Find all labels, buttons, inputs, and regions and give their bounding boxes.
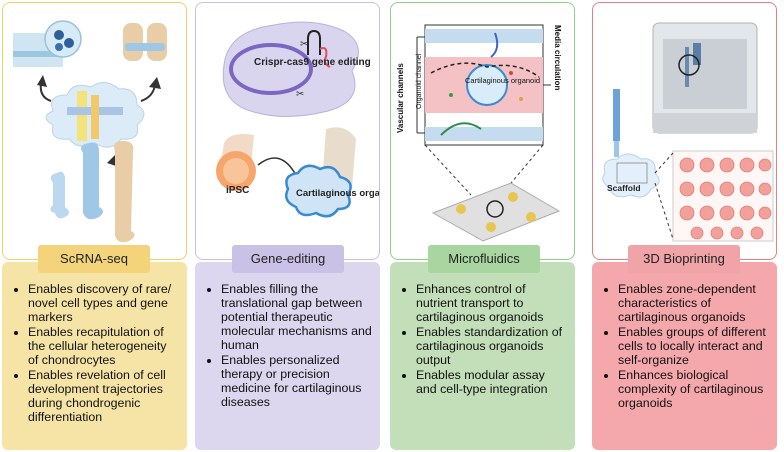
organoid-channel-label: Organoid channel <box>416 53 423 109</box>
media-label: Media circulation <box>553 25 562 90</box>
rna-hairpin <box>307 29 321 55</box>
panel-scrna-seq <box>2 2 187 260</box>
crispr-label: Crispr-cas9 gene editing <box>254 57 371 68</box>
knee-joint <box>123 23 143 61</box>
long-bone <box>114 141 135 243</box>
vascular-label: Vascular channels <box>396 63 405 133</box>
bullet-list: Enhances control of nutrient transport t… <box>398 282 567 396</box>
cell-pattern <box>679 157 772 240</box>
bullet-item: Enables modular assay and cell-type inte… <box>416 368 567 396</box>
panel-microfluidics: Cartilaginous organoid Vascular channels… <box>390 2 575 260</box>
microfluidics-illustration: Cartilaginous organoid Vascular channels… <box>396 24 562 242</box>
printhead-zoom <box>678 54 700 76</box>
scaffold-label: Scaffold <box>607 183 641 193</box>
bullet-list: Enables filling the translational gap be… <box>203 282 372 409</box>
gene-editing-illustration: Crispr-cas9 gene editing ✂ ✂ iPSC Cartil… <box>216 21 380 218</box>
box-gene-editing: Enables filling the translational gap be… <box>195 262 380 450</box>
panel-3d-bioprinting: Scaffold <box>592 2 777 260</box>
box-scrna-seq: Enables discovery of rare/ novel cell ty… <box>2 262 187 450</box>
bullet-item: Enhances control of nutrient transport t… <box>416 282 567 324</box>
bullet-item: Enables personalized therapy or precisio… <box>221 353 372 409</box>
bullet-item: Enables groups of different cells to loc… <box>618 325 769 367</box>
arrow-differentiation <box>257 157 297 176</box>
box-microfluidics: Enhances control of nutrient transport t… <box>390 262 575 450</box>
ipsc-label: iPSC <box>226 185 249 196</box>
title-gene-editing: Gene-editing <box>232 245 344 273</box>
chip-zoom-circle <box>486 200 504 218</box>
medium-bone <box>81 142 103 220</box>
bullet-item: Enhances biological complexity of cartil… <box>618 368 769 410</box>
title-3d-bioprinting: 3D Bioprinting <box>628 245 740 273</box>
bullet-item: Enables revelation of cell development t… <box>28 368 179 424</box>
scissors-icon: ✂ <box>300 39 308 50</box>
panel-gene-editing: Crispr-cas9 gene editing ✂ ✂ iPSC Cartil… <box>195 2 380 260</box>
vascular-channel-bottom <box>425 127 543 141</box>
vascular-channel-top <box>425 29 543 43</box>
microfluidic-chip <box>431 182 561 242</box>
bioprinting-illustration: Scaffold <box>602 22 774 242</box>
organoid <box>466 64 508 106</box>
scrna-seq-illustration <box>13 20 167 243</box>
scissors-icon: ✂ <box>296 89 304 100</box>
syringe <box>613 89 620 141</box>
bullet-item: Enables standardization of cartilaginous… <box>416 325 567 367</box>
flow-line <box>430 62 540 78</box>
cell-blob <box>222 21 359 118</box>
zoom-cells <box>44 20 82 58</box>
box-3d-bioprinting: Enables zone-dependent characteristics o… <box>592 262 777 450</box>
organoid-label: Cartilaginous organoid <box>465 76 540 85</box>
organoid <box>285 164 352 218</box>
bullet-item: Enables recapitulation of the cellular h… <box>28 325 179 367</box>
small-bone <box>50 171 69 219</box>
title-microfluidics: Microfluidics <box>428 245 540 273</box>
bullet-item: Enables discovery of rare/ novel cell ty… <box>28 282 179 324</box>
plasmid-ring <box>229 43 313 95</box>
bullet-list: Enables zone-dependent characteristics o… <box>600 282 769 410</box>
bullet-item: Enables filling the translational gap be… <box>221 282 372 352</box>
bullet-item: Enables zone-dependent characteristics o… <box>618 282 769 324</box>
organoid-label: Cartilaginous organoid <box>296 188 380 199</box>
title-scrna-seq: ScRNA-seq <box>38 245 150 273</box>
bullet-list: Enables discovery of rare/ novel cell ty… <box>10 282 179 424</box>
